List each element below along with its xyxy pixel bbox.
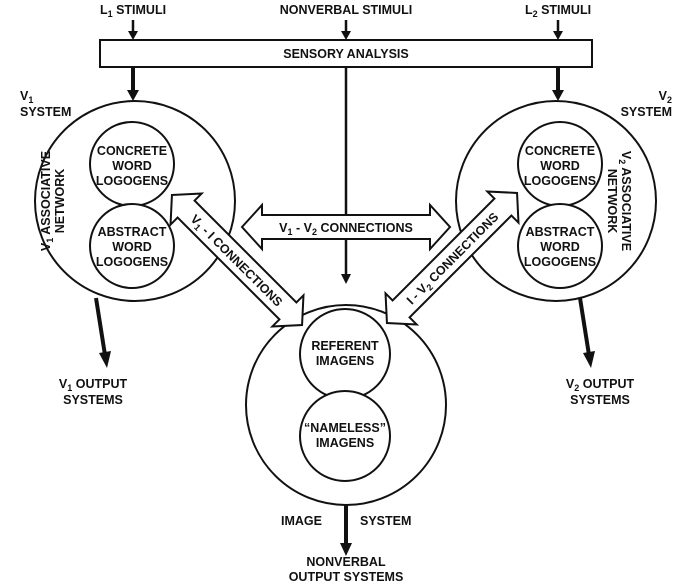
- v2-associative-network-label: V2 ASSOCIATIVE NETWORK: [605, 151, 633, 251]
- svg-text:NETWORK: NETWORK: [605, 169, 619, 234]
- svg-text:SYSTEM: SYSTEM: [20, 105, 71, 119]
- v1-output-label: V1 OUTPUT SYSTEMS: [59, 377, 128, 407]
- svg-text:V1 OUTPUT: V1 OUTPUT: [59, 377, 128, 393]
- nonverbal-stimuli-label: NONVERBAL STIMULI: [280, 3, 412, 17]
- nonverbal-output-label: NONVERBAL OUTPUT SYSTEMS: [289, 555, 404, 584]
- svg-text:LOGOGENS: LOGOGENS: [524, 174, 596, 188]
- v1-abstract-logogens-label: ABSTRACT WORD LOGOGENS: [96, 225, 168, 269]
- svg-text:V2 ASSOCIATIVE: V2 ASSOCIATIVE: [617, 151, 633, 251]
- svg-text:LOGOGENS: LOGOGENS: [524, 255, 596, 269]
- v1-v2-connections-label: V1 - V2 CONNECTIONS: [279, 221, 413, 237]
- svg-text:ABSTRACT: ABSTRACT: [526, 225, 595, 239]
- v1-system-label: V1 SYSTEM: [20, 89, 71, 119]
- v2-output-arrowhead: [583, 351, 595, 368]
- svg-text:CONCRETE: CONCRETE: [525, 144, 595, 158]
- l1-input-arrowhead: [128, 31, 138, 40]
- svg-text:SYSTEM: SYSTEM: [621, 105, 672, 119]
- sensory-analysis-label: SENSORY ANALYSIS: [283, 47, 409, 61]
- svg-text:WORD: WORD: [540, 159, 580, 173]
- v1-associative-network-label: V1 ASSOCIATIVE NETWORK: [39, 151, 67, 251]
- nameless-imagens-circle: [299, 390, 391, 482]
- nameless-imagens-label: “NAMELESS” IMAGENS: [304, 421, 386, 450]
- svg-text:NETWORK: NETWORK: [53, 169, 67, 234]
- l2-stimuli-label: L2 STIMULI: [525, 3, 591, 19]
- sensory-to-v1-arrowhead: [127, 90, 139, 101]
- svg-text:IMAGENS: IMAGENS: [316, 436, 374, 450]
- svg-text:SYSTEMS: SYSTEMS: [570, 393, 630, 407]
- input-arrows: [128, 20, 563, 40]
- v2-system-label: V2 SYSTEM: [621, 89, 672, 119]
- svg-text:OUTPUT SYSTEMS: OUTPUT SYSTEMS: [289, 570, 404, 584]
- image-system-label-left: IMAGE: [281, 514, 322, 528]
- l1-stimuli-label: L1 STIMULI: [100, 3, 166, 19]
- sensory-to-v2-arrowhead: [552, 90, 564, 101]
- l2-input-arrowhead: [553, 31, 563, 40]
- svg-text:LOGOGENS: LOGOGENS: [96, 255, 168, 269]
- image-system-label-right: SYSTEM: [360, 514, 411, 528]
- v2-output-label: V2 OUTPUT SYSTEMS: [566, 377, 635, 407]
- v2-abstract-logogens-label: ABSTRACT WORD LOGOGENS: [524, 225, 596, 269]
- svg-text:CONCRETE: CONCRETE: [97, 144, 167, 158]
- svg-text:IMAGENS: IMAGENS: [316, 354, 374, 368]
- v1-abstract-logogens-circle: [89, 203, 175, 289]
- svg-text:V2: V2: [659, 89, 672, 105]
- svg-text:LOGOGENS: LOGOGENS: [96, 174, 168, 188]
- nonverbal-input-arrowhead: [341, 31, 351, 40]
- sensory-to-image-arrowhead: [341, 274, 351, 284]
- v1-output-arrow: [94, 297, 107, 356]
- svg-text:V2 OUTPUT: V2 OUTPUT: [566, 377, 635, 393]
- svg-text:V1 ASSOCIATIVE: V1 ASSOCIATIVE: [39, 151, 55, 251]
- svg-text:WORD: WORD: [540, 240, 580, 254]
- svg-text:REFERENT: REFERENT: [311, 339, 379, 353]
- v2-concrete-logogens-label: CONCRETE WORD LOGOGENS: [524, 144, 596, 188]
- svg-text:WORD: WORD: [112, 159, 152, 173]
- svg-text:SYSTEMS: SYSTEMS: [63, 393, 123, 407]
- svg-text:NONVERBAL: NONVERBAL: [306, 555, 386, 569]
- v1-output-arrowhead: [99, 351, 111, 368]
- v2-output-arrow: [578, 297, 591, 356]
- v2-abstract-logogens-circle: [517, 203, 603, 289]
- v1-v2-connection-arrow: [240, 202, 452, 252]
- referent-imagens-label: REFERENT IMAGENS: [311, 339, 379, 368]
- svg-text:V1: V1: [20, 89, 33, 105]
- svg-text:ABSTRACT: ABSTRACT: [98, 225, 167, 239]
- svg-text:WORD: WORD: [112, 240, 152, 254]
- svg-text:“NAMELESS”: “NAMELESS”: [304, 421, 386, 435]
- image-output-arrowhead: [340, 543, 352, 556]
- sensory-analysis-box: [99, 39, 593, 68]
- v1-concrete-logogens-label: CONCRETE WORD LOGOGENS: [96, 144, 168, 188]
